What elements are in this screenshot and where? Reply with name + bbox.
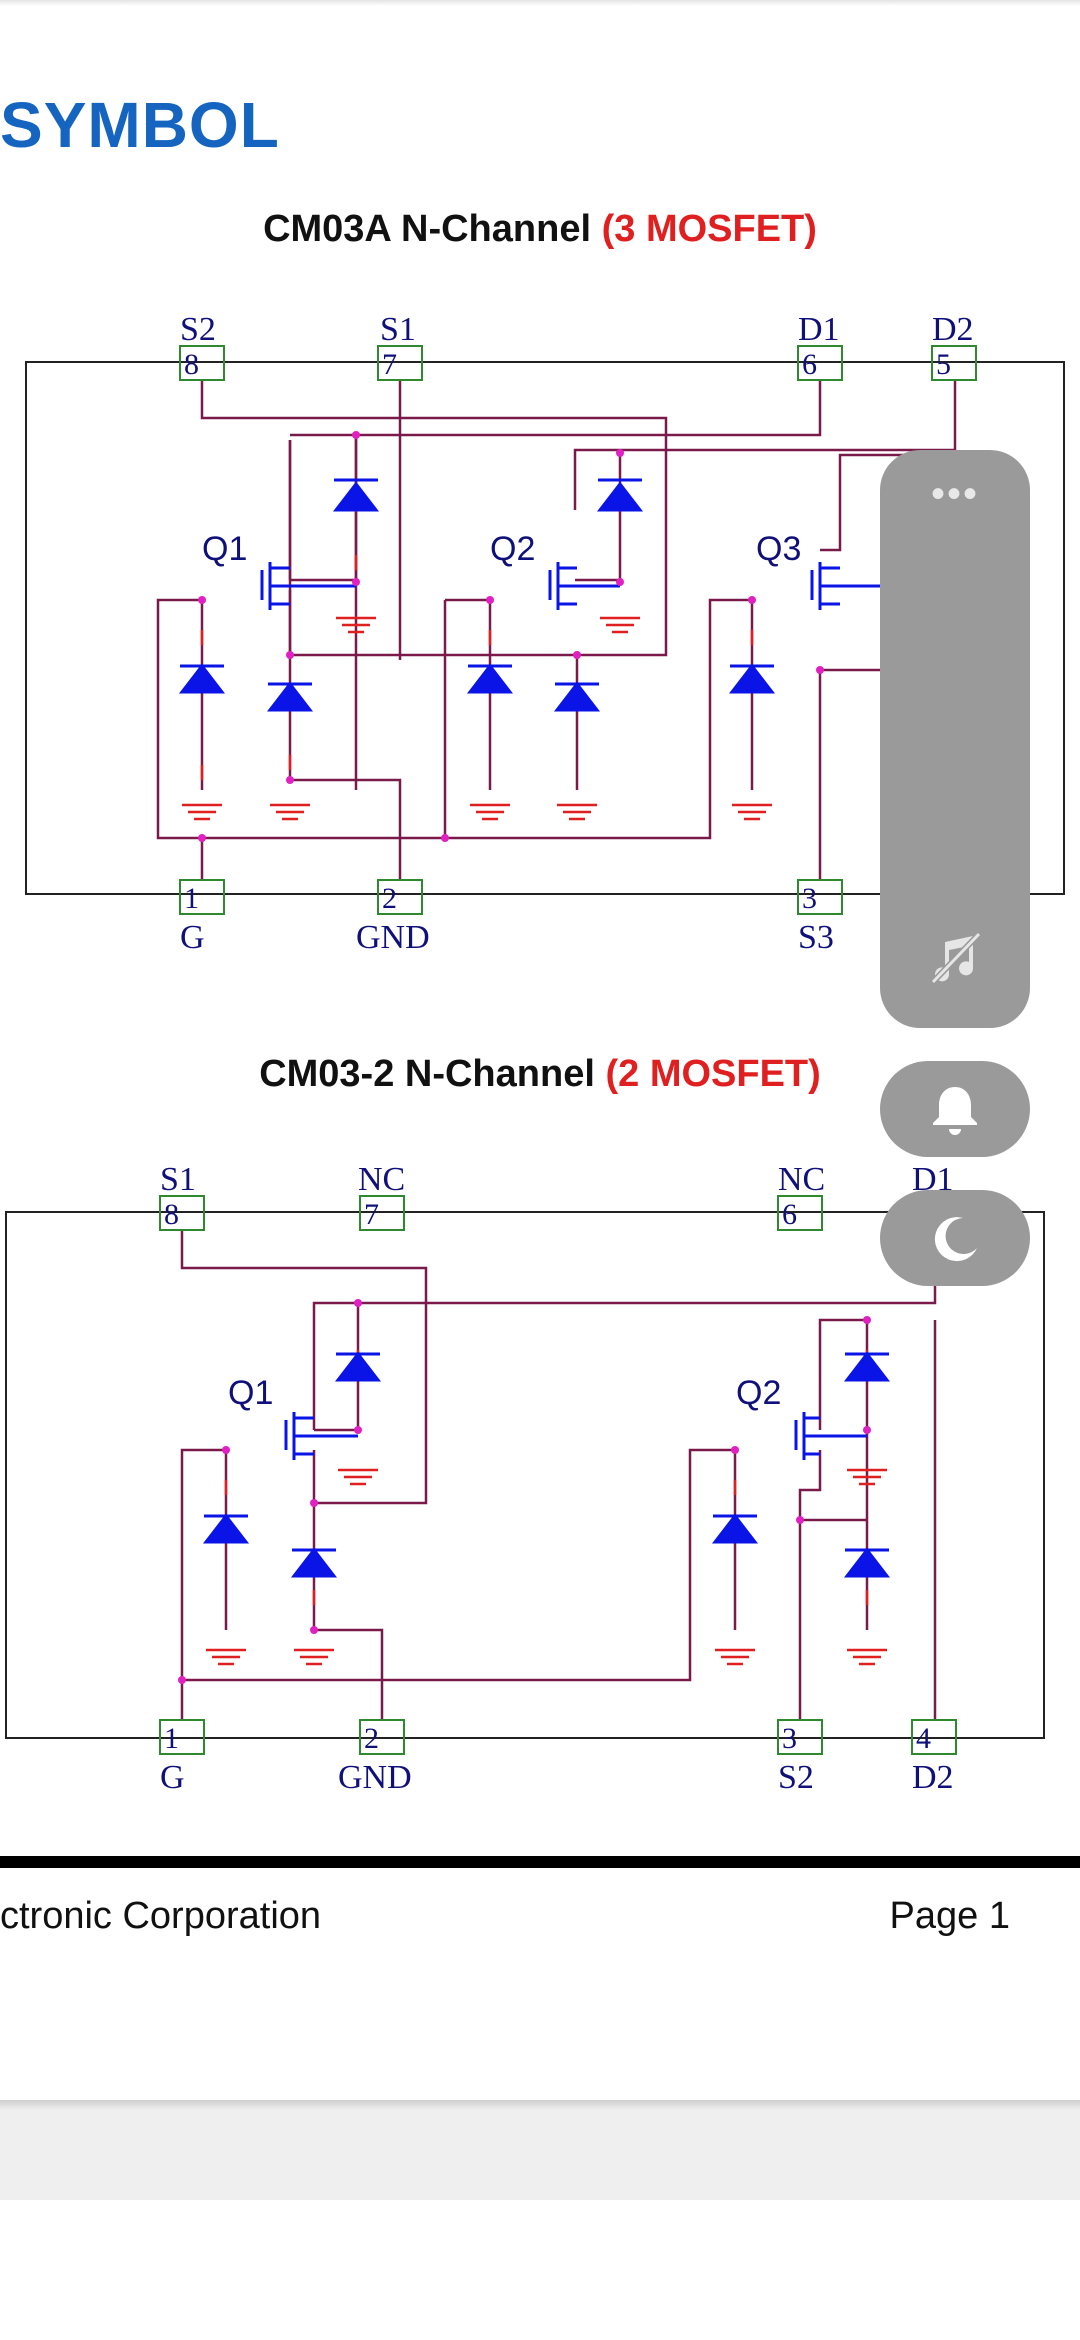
- diagram1-red-ticks: [200, 500, 754, 780]
- footer-page-number: Page 1: [889, 1895, 1010, 1937]
- d2-q2-label: Q2: [736, 1374, 781, 1412]
- music-muted-icon[interactable]: [925, 928, 985, 988]
- footer-company: ctronic Corporation: [0, 1895, 322, 1937]
- d1-pin-label-gnd: GND: [356, 919, 430, 956]
- d1-q1-label: Q1: [202, 530, 247, 568]
- document-page: SYMBOL CM03A N-Channel (3 MOSFET): [0, 0, 1080, 1937]
- d1-pin-num-8: 8: [184, 348, 199, 381]
- diagram1-pin-boxes: [179, 345, 977, 915]
- d2-grounds: [206, 1468, 887, 1666]
- d1-diodes: [178, 478, 776, 712]
- d2-pin-num-4: 4: [916, 1722, 931, 1755]
- volume-panel[interactable]: •••: [880, 450, 1030, 1028]
- d2-pin-num-8: 8: [164, 1198, 179, 1231]
- d1-pin-label-s3: S3: [798, 919, 834, 956]
- d2-pin-num-7: 7: [364, 1198, 379, 1231]
- page-top-shadow: [0, 0, 1080, 6]
- d2-pin-num-1: 1: [164, 1722, 179, 1755]
- diagram2-schematic: S1 8 NC 7 NC 6 D1 1 G 2 GND 3 S2 4 D2 Q1…: [5, 1161, 1045, 1796]
- d1-junction-dots: [198, 431, 824, 842]
- diagram1-outline: [25, 361, 1065, 895]
- d1-pin-label-s1: S1: [380, 311, 416, 348]
- d2-pin-num-3: 3: [782, 1722, 797, 1755]
- diagram1-title: CM03A N-Channel (3 MOSFET): [0, 208, 1080, 251]
- diagram1-title-highlight: (3 MOSFET): [601, 208, 817, 250]
- d2-mosfet-symbols: [284, 1412, 867, 1460]
- diagram2-wires: [180, 1230, 937, 1720]
- d1-grounds: [182, 616, 772, 821]
- d2-pin-label-gnd: GND: [338, 1759, 412, 1796]
- d2-pin-num-6: 6: [782, 1198, 797, 1231]
- d1-q2-label: Q2: [490, 530, 535, 568]
- d2-pin-label-s1: S1: [160, 1161, 196, 1198]
- d1-q3-label: Q3: [756, 530, 801, 568]
- d1-pin-label-d2: D2: [932, 311, 974, 348]
- diagram2-title-highlight: (2 MOSFET): [605, 1053, 821, 1095]
- d1-pin-num-6: 6: [802, 348, 817, 381]
- do-not-disturb-button[interactable]: [880, 1190, 1030, 1286]
- diagram2-outline: [5, 1211, 1045, 1739]
- diagram2-title: CM03-2 N-Channel (2 MOSFET): [0, 1053, 1080, 1096]
- d2-pin-label-g: G: [160, 1759, 185, 1796]
- d1-pin-num-5: 5: [936, 348, 951, 381]
- d2-pin-label-s2: S2: [778, 1759, 814, 1796]
- moon-icon: [934, 1217, 977, 1262]
- page-bottom-shadow: [0, 2100, 1080, 2110]
- d2-pin-label-d2: D2: [912, 1759, 954, 1796]
- d1-pin-label-g: G: [180, 919, 205, 956]
- diagram1-schematic: S2 8 S1 7 D1 6 D2 5 1 G 2 GND 3 S3 Q1 Q2…: [25, 311, 1065, 956]
- d1-pin-label-s2: S2: [180, 311, 216, 348]
- diagram1-title-prefix: CM03A N-Channel: [263, 208, 592, 250]
- d1-pin-num-7: 7: [382, 348, 397, 381]
- d1-mosfet-symbols: [260, 562, 880, 610]
- d1-pin-label-d1: D1: [798, 311, 840, 348]
- d1-pin-num-3: 3: [802, 882, 817, 915]
- bell-icon: [933, 1087, 977, 1135]
- footer-rule: [0, 1856, 1080, 1868]
- d2-diodes: [202, 1351, 891, 1578]
- d2-junction-dots: [178, 1299, 871, 1684]
- section-title: SYMBOL: [0, 89, 280, 161]
- ring-mode-button[interactable]: [880, 1061, 1030, 1157]
- d2-pin-label-nc-6: NC: [778, 1161, 825, 1198]
- d1-pin-num-2: 2: [382, 882, 397, 915]
- diagram2-pin-boxes: [159, 1195, 957, 1755]
- d2-pin-label-nc-7: NC: [358, 1161, 405, 1198]
- d2-pin-num-2: 2: [364, 1722, 379, 1755]
- diagram2-title-prefix: CM03-2 N-Channel: [259, 1053, 595, 1095]
- d1-pin-num-1: 1: [184, 882, 199, 915]
- page-gap-band: [0, 2110, 1080, 2200]
- d2-q1-label: Q1: [228, 1374, 273, 1412]
- volume-menu-dots-icon[interactable]: •••: [930, 472, 979, 516]
